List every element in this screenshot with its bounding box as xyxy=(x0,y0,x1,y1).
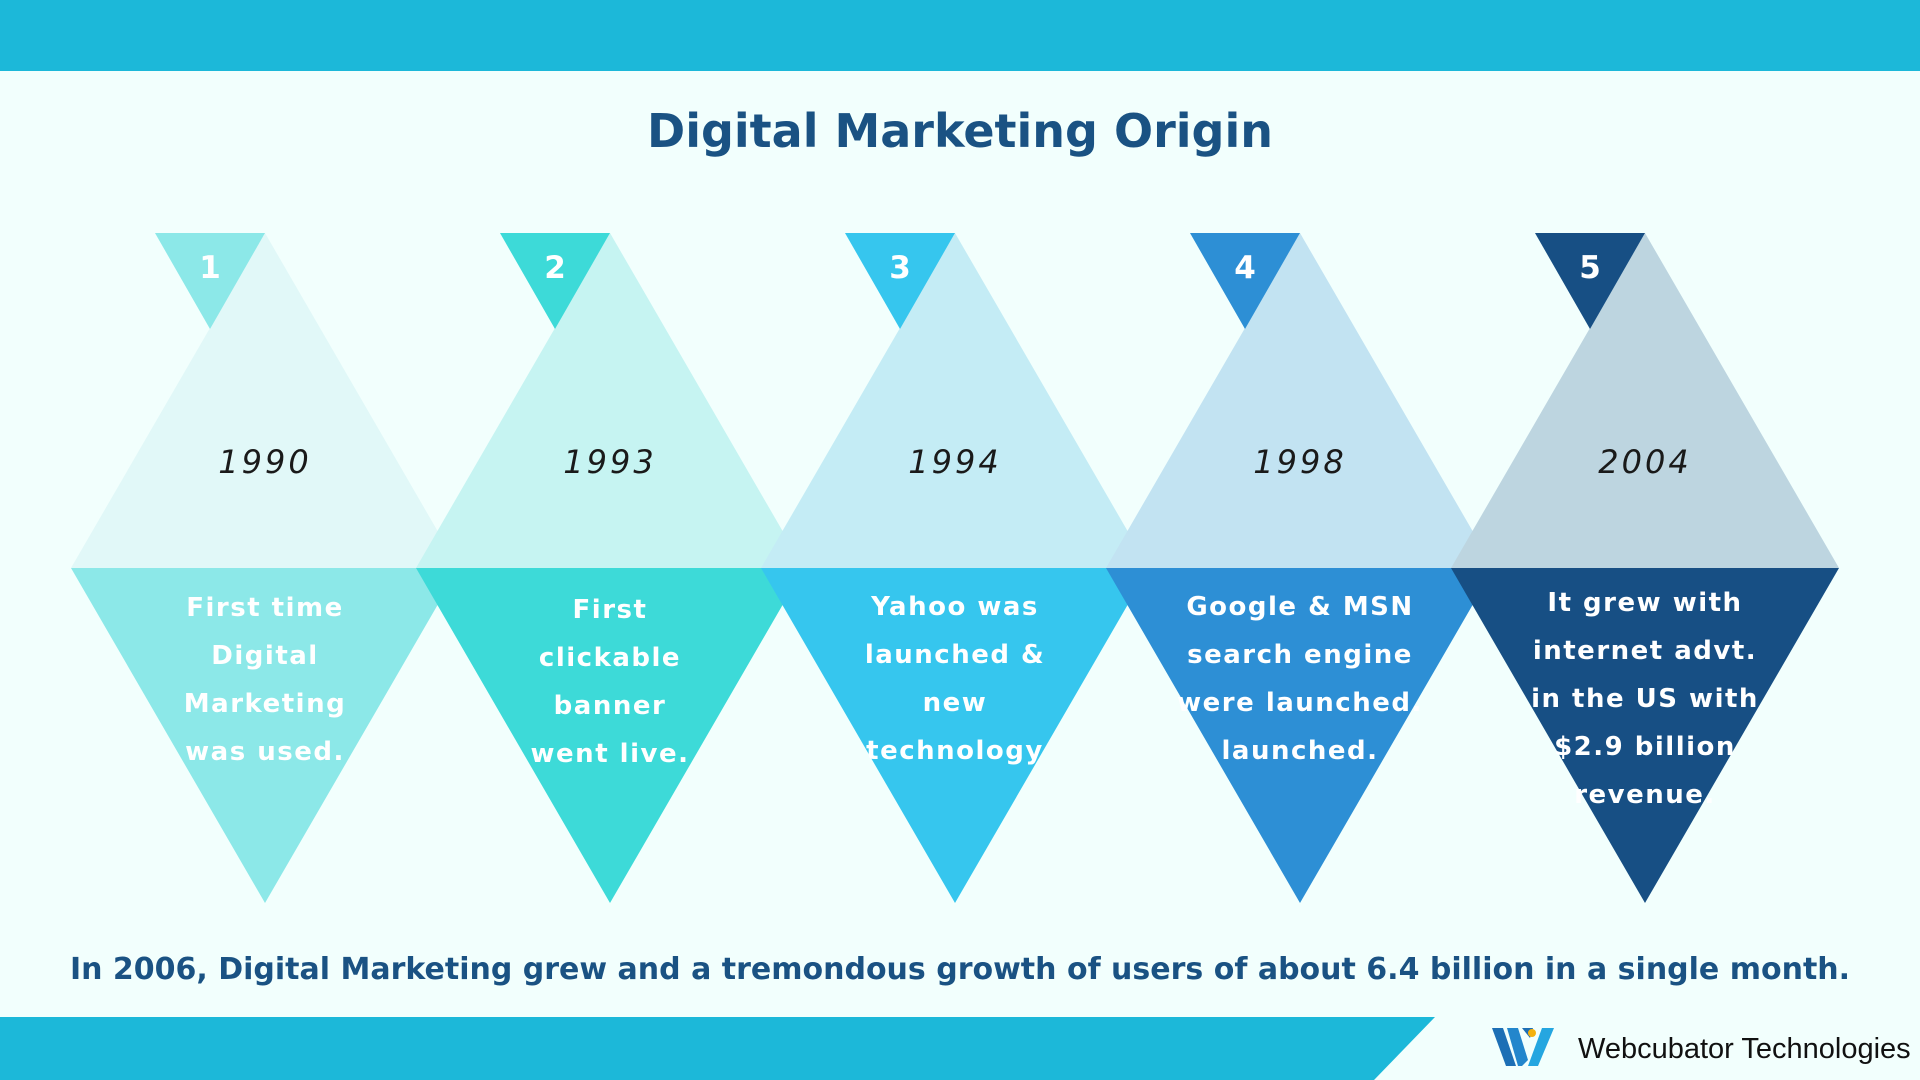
footer-summary: In 2006, Digital Marketing grew and a tr… xyxy=(69,952,1851,987)
event-description: First time Digital Marketing was used. xyxy=(183,593,347,767)
event-description: First clickable banner went live. xyxy=(530,595,690,769)
event-description: Yahoo was launched & new technology xyxy=(864,592,1046,766)
step-number: 1 xyxy=(199,250,221,286)
event-description: It grew with internet advt. in the US wi… xyxy=(1531,588,1759,810)
step-marker xyxy=(845,233,955,329)
bottom-banner-bar xyxy=(0,1017,1920,1080)
lower-triangle xyxy=(1106,568,1494,903)
event-description: Google & MSN search engine were launched… xyxy=(1177,592,1423,766)
year-label: 1994 xyxy=(908,443,1002,481)
lower-triangle xyxy=(761,568,1149,903)
lower-triangle xyxy=(416,568,804,903)
top-banner-bar xyxy=(0,0,1920,71)
year-label: 1998 xyxy=(1253,443,1347,481)
upper-triangle xyxy=(761,233,1149,568)
company-name: Webcubator Technologies xyxy=(1578,1033,1911,1065)
year-label: 1990 xyxy=(218,443,312,481)
step-marker xyxy=(1535,233,1645,329)
page-title: Digital Marketing Origin xyxy=(647,104,1273,158)
lower-triangle xyxy=(1451,568,1839,903)
step-number: 5 xyxy=(1579,250,1601,286)
step-marker xyxy=(1190,233,1300,329)
year-label: 1993 xyxy=(563,443,657,481)
upper-triangle xyxy=(1106,233,1494,568)
step-number: 3 xyxy=(889,250,911,286)
step-number: 2 xyxy=(544,250,566,286)
year-label: 2004 xyxy=(1598,443,1692,481)
upper-triangle xyxy=(1451,233,1839,568)
upper-triangle xyxy=(71,233,459,568)
step-marker xyxy=(500,233,610,329)
upper-triangle xyxy=(416,233,804,568)
step-number: 4 xyxy=(1234,250,1256,286)
lower-triangle xyxy=(71,568,459,903)
webcubator-w-logo-icon xyxy=(1492,1024,1562,1070)
step-marker xyxy=(155,233,265,329)
